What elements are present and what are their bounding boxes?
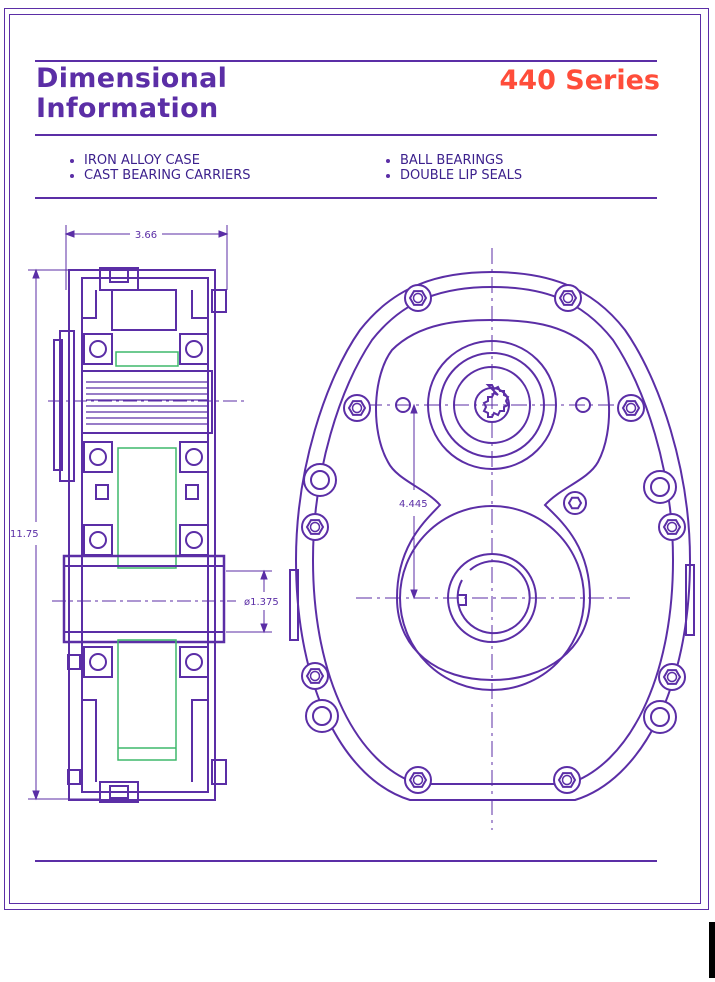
side-view <box>28 225 272 803</box>
header-top-rule <box>35 60 657 62</box>
page-inner-border <box>9 14 701 904</box>
features-list-right: BALL BEARINGS DOUBLE LIP SEALS <box>384 153 522 183</box>
features-list-left: IRON ALLOY CASE CAST BEARING CARRIERS <box>68 153 251 183</box>
feature-item: BALL BEARINGS <box>384 153 522 168</box>
feature-item: IRON ALLOY CASE <box>68 153 251 168</box>
center-distance-label: 4.445 <box>399 499 428 510</box>
shaft-diameter-label: ø1.375 <box>244 597 279 608</box>
width-dimension-label: 3.66 <box>135 230 157 241</box>
scan-edge-mark <box>709 922 715 978</box>
page-border <box>4 8 709 910</box>
series-label: 440 Series <box>499 65 660 96</box>
footer-rule <box>35 860 657 862</box>
feature-item: DOUBLE LIP SEALS <box>384 168 522 183</box>
page-title: Dimensional Information <box>36 64 227 124</box>
title-line-2: Information <box>36 93 219 124</box>
features-bottom-rule <box>35 197 657 199</box>
header-bottom-rule <box>35 134 657 136</box>
title-line-1: Dimensional <box>36 63 228 94</box>
front-view <box>289 248 695 830</box>
feature-item: CAST BEARING CARRIERS <box>68 168 251 183</box>
height-dimension-label: 11.75 <box>10 529 39 540</box>
